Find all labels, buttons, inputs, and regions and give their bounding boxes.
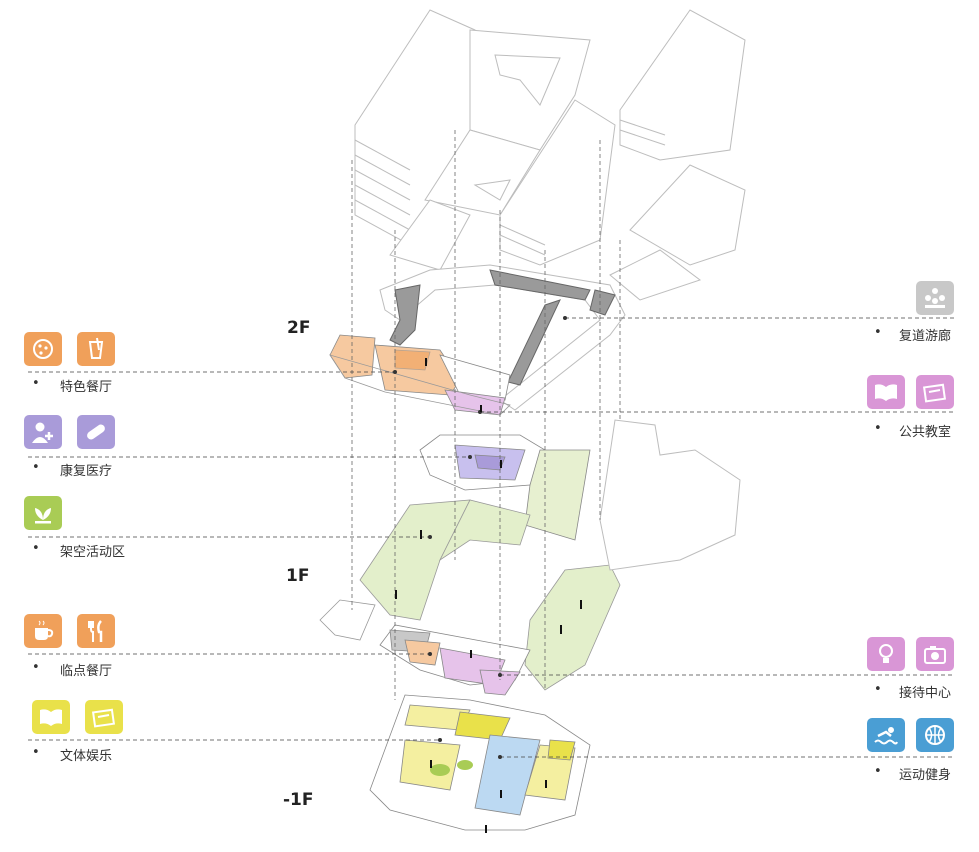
tower-outlines — [354, 9, 746, 301]
picture-icon — [916, 375, 954, 409]
book-icon — [32, 700, 70, 734]
floor-label-b1: -1F — [283, 790, 314, 810]
coffee-icon — [24, 614, 62, 648]
picture-icon — [85, 700, 123, 734]
fork-knife-icon — [77, 614, 115, 648]
floor-1f-clinic — [419, 434, 591, 541]
label-public-classroom: 公共教室 — [899, 425, 952, 440]
floor-2f-corridor — [379, 264, 626, 411]
people-figures — [395, 358, 582, 833]
drink-cup-icon — [77, 332, 115, 366]
people-group-icon — [916, 281, 954, 315]
floor-1f-open-area — [319, 499, 621, 691]
label-culture-recreation: 文体娱乐 — [60, 749, 113, 764]
doctor-icon — [24, 415, 62, 449]
floor-label-1f: 1F — [286, 566, 310, 586]
bullet: • — [32, 541, 40, 556]
label-covered-corridor: 复道游廊 — [899, 329, 952, 344]
pill-icon — [77, 415, 115, 449]
floor-2f-rooms — [329, 334, 511, 416]
context-building-outline — [599, 419, 741, 571]
bullet: • — [32, 745, 40, 760]
bullet: • — [32, 660, 40, 675]
label-open-activity: 架空活动区 — [60, 545, 126, 560]
label-feature-restaurant: 特色餐厅 — [60, 380, 113, 395]
leader-lines — [28, 317, 955, 758]
label-sports-fitness: 运动健身 — [899, 768, 952, 783]
bullet: • — [874, 764, 882, 779]
floor-label-2f: 2F — [287, 318, 311, 338]
bullet: • — [874, 421, 882, 436]
leader-endpoints — [393, 316, 567, 759]
floor-1f-reception — [379, 624, 531, 696]
bullet: • — [874, 682, 882, 697]
bullet: • — [874, 325, 882, 340]
label-reception-center: 接待中心 — [899, 686, 952, 701]
label-snack-restaurant: 临点餐厅 — [60, 664, 113, 679]
label-rehab-medical: 康复医疗 — [60, 464, 113, 479]
book-icon — [867, 375, 905, 409]
pizza-icon — [24, 332, 62, 366]
bullet: • — [32, 376, 40, 391]
swimmer-icon — [867, 718, 905, 752]
projection-lines — [351, 130, 621, 700]
plant-icon — [24, 496, 62, 530]
lightbulb-icon — [867, 637, 905, 671]
basketball-icon — [916, 718, 954, 752]
floor-b1-basement — [369, 694, 591, 831]
bullet: • — [32, 460, 40, 475]
camera-icon — [916, 637, 954, 671]
